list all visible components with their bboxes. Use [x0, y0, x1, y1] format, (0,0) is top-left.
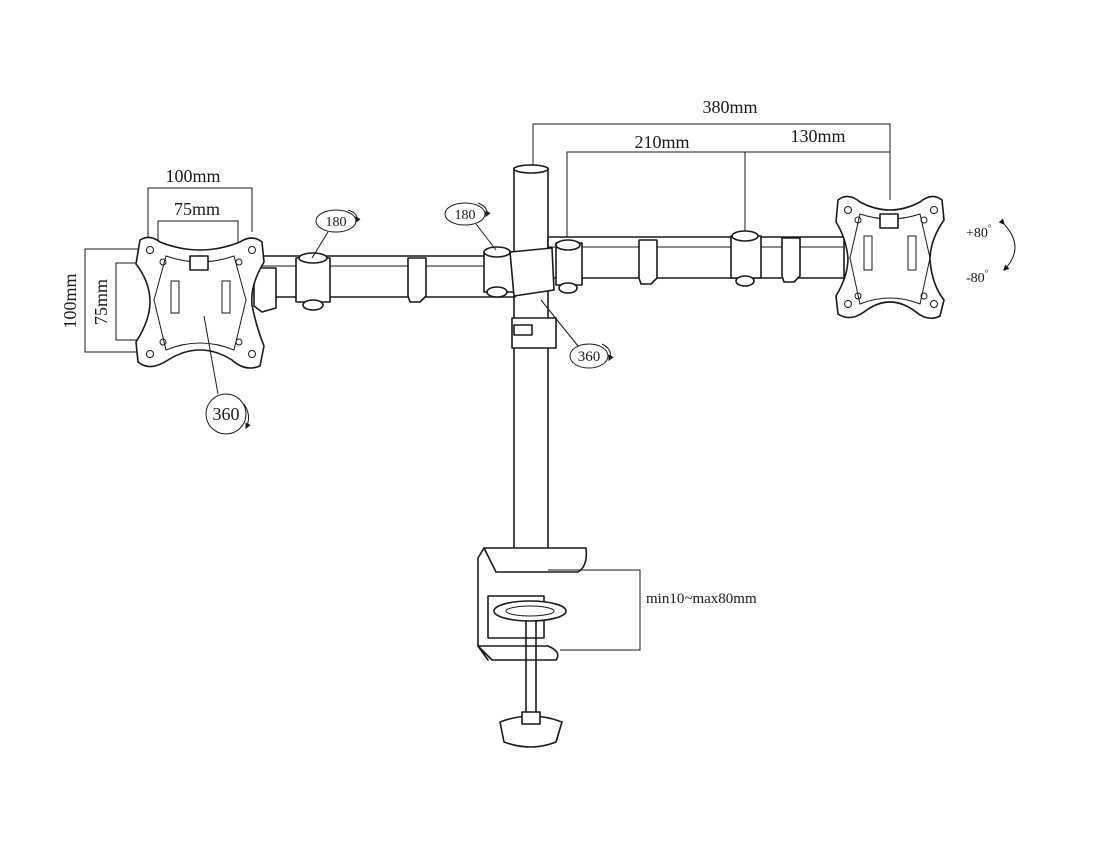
- arm-outer-segment-label: 130mm: [790, 126, 845, 146]
- plate-rotation-callout: [203, 315, 251, 435]
- right-vesa-plate: [835, 195, 945, 320]
- arm-swivel-center-label: 180: [455, 208, 476, 223]
- tilt-up-label: +80°: [966, 223, 992, 241]
- vertical-pole: [513, 164, 549, 551]
- left-vesa-plate: [135, 236, 265, 369]
- left-elbow-joint: [295, 252, 331, 311]
- cable-clips: [253, 237, 801, 313]
- desk-clamp: [477, 547, 588, 748]
- clamp-range-label: min10~max80mm: [646, 591, 757, 607]
- pole-collar: [511, 317, 557, 349]
- column-rotation-label: 360: [578, 349, 601, 365]
- clamp-range-bracket: [548, 569, 641, 651]
- vesa-horizontal-100-label: 100mm: [165, 166, 220, 186]
- tilt-down-label: -80°: [966, 268, 989, 286]
- arm-swivel-left-callout: [311, 209, 361, 259]
- plate-rotation-label: 360: [213, 404, 240, 424]
- right-elbow-joint: [730, 230, 762, 287]
- arm-swivel-left-label: 180: [326, 215, 347, 230]
- tilt-arc: [998, 218, 1016, 271]
- center-hub: [483, 239, 583, 298]
- arm-inner-segment-label: 210mm: [634, 132, 689, 152]
- arm-dimension-lines: [532, 123, 891, 246]
- arm-swivel-center-callout: [444, 202, 497, 251]
- arm-total-length-label: 380mm: [702, 97, 757, 117]
- column-rotation-callout: [540, 299, 614, 369]
- vesa-vertical-100-label: 100mm: [60, 273, 80, 328]
- vesa-vertical-75-label: 75mm: [91, 279, 111, 325]
- vesa-horizontal-75-label: 75mm: [174, 199, 220, 219]
